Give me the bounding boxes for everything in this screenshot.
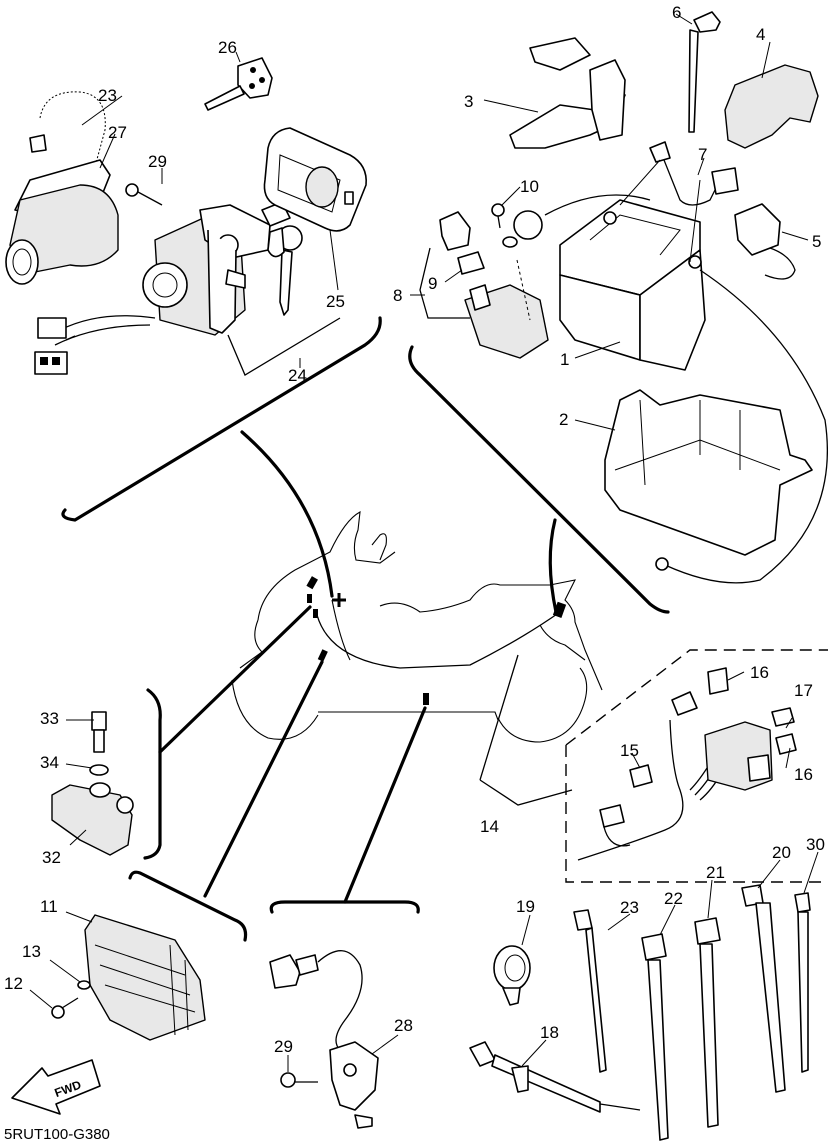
callout-15: 15 <box>620 741 639 760</box>
callout-5: 5 <box>812 232 821 251</box>
callout-27: 25 <box>326 292 345 311</box>
callout-31: 30 <box>806 835 825 854</box>
cable-ties-group <box>469 884 811 1141</box>
callout-24: 28 <box>394 1016 413 1035</box>
callout-2: 2 <box>559 410 568 429</box>
callout-32: 32 <box>42 848 61 867</box>
callout-18: 18 <box>540 1023 559 1042</box>
callout-9: 9 <box>428 274 437 293</box>
motorcycle-outline <box>231 511 603 743</box>
callout-25: 29 <box>274 1037 293 1056</box>
callout-33: 33 <box>40 709 59 728</box>
diagram-code: 5RUT100-G380 <box>4 1126 110 1143</box>
sensor-group <box>51 711 134 856</box>
main-switch-group <box>5 57 367 376</box>
callout-22: 22 <box>664 889 683 908</box>
callout-labels: 23 27 29 26 25 24 3 6 4 7 5 10 9 8 1 2 1… <box>4 3 825 1056</box>
rectifier-group <box>51 914 206 1041</box>
harness-markers <box>306 576 567 705</box>
callout-23-tie: 23 <box>620 898 639 917</box>
callout-30: 29 <box>148 152 167 171</box>
callout-7: 7 <box>698 145 707 164</box>
callout-12: 12 <box>4 974 23 993</box>
callout-11: 11 <box>40 897 58 916</box>
callout-14: 14 <box>480 817 499 836</box>
callout-34: 34 <box>40 753 59 772</box>
callout-26: 24 <box>288 366 307 385</box>
callout-16-top: 16 <box>750 663 769 682</box>
forward-direction-arrow: FWD <box>11 1059 101 1115</box>
callout-20: 20 <box>772 843 791 862</box>
callout-1: 1 <box>560 350 569 369</box>
callout-28: 26 <box>218 38 237 57</box>
callout-13: 13 <box>22 942 41 961</box>
callout-10: 10 <box>520 177 539 196</box>
sidestand-switch-group <box>269 950 379 1129</box>
callout-3: 3 <box>464 92 473 111</box>
sub-harness-group <box>479 649 828 883</box>
callout-17: 17 <box>794 681 813 700</box>
callout-4: 4 <box>756 25 765 44</box>
callout-6: 6 <box>672 3 681 22</box>
callout-29: 27 <box>108 123 127 142</box>
group-connector-lines <box>61 316 670 942</box>
callout-19: 19 <box>516 897 535 916</box>
label-leader-lines <box>29 13 819 1072</box>
main-harness-line <box>316 611 561 669</box>
callout-23-strap: 23 <box>98 86 117 105</box>
callout-21: 21 <box>706 863 725 882</box>
callout-16-bottom: 16 <box>794 765 813 784</box>
battery-group <box>419 11 828 584</box>
callout-8: 8 <box>393 286 402 305</box>
